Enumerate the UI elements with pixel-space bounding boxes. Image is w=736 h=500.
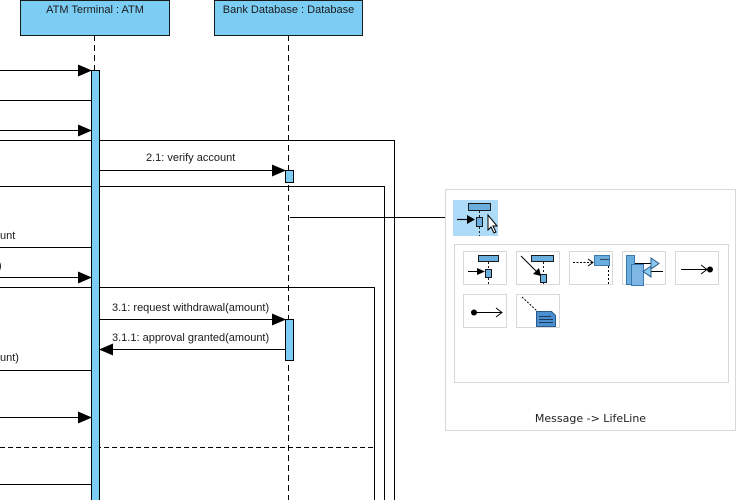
message-label-request-withdrawal[interactable]: 3.1: request withdrawal(amount): [112, 302, 270, 314]
create-message-icon: [520, 255, 554, 286]
lifeline-db-label: Bank Database : Database: [222, 4, 355, 16]
resource-catalog-popup: Message -> LifeLine: [445, 189, 736, 431]
fragment-frame-middle[interactable]: [0, 186, 385, 500]
lost-message-icon: [681, 264, 713, 275]
found-message-icon: [471, 307, 503, 318]
self-message-option[interactable]: [569, 251, 613, 286]
message-label-approval-granted[interactable]: 3.1.1: approval granted(amount): [112, 332, 270, 344]
resource-icon-grid: [454, 244, 729, 383]
mouse-cursor-icon: [487, 213, 499, 234]
lost-message-option[interactable]: [675, 251, 719, 285]
activation-bar-db-1[interactable]: [285, 170, 294, 183]
message-label-truncated-1[interactable]: unt: [0, 230, 16, 242]
create-message-option[interactable]: [516, 251, 560, 286]
lifeline-atm-head[interactable]: ATM Terminal : ATM: [20, 0, 170, 36]
message-label-truncated-2[interactable]: ): [0, 260, 2, 272]
lifeline-db-head[interactable]: Bank Database : Database: [214, 0, 363, 36]
duration-message-option[interactable]: [622, 251, 666, 286]
activation-bar-db-2[interactable]: [285, 319, 294, 361]
lifeline-atm-label: ATM Terminal : ATM: [46, 4, 144, 16]
fragment-frame-inner[interactable]: [0, 287, 375, 500]
popup-caption: Message -> LifeLine: [534, 412, 647, 425]
message-to-lifeline-option[interactable]: [463, 251, 507, 286]
message-to-lifeline-icon: [468, 255, 499, 286]
note-option[interactable]: [516, 294, 560, 328]
activation-bar-atm[interactable]: [91, 70, 100, 500]
duration-message-icon: [626, 255, 663, 286]
fragment-frame-outer[interactable]: [0, 140, 395, 500]
found-message-option[interactable]: [463, 294, 507, 328]
message-to-lifeline-button[interactable]: [453, 200, 499, 236]
message-to-lifeline-icon: [457, 203, 499, 236]
self-message-icon: [573, 255, 610, 286]
message-label-truncated-3[interactable]: unt): [0, 352, 19, 364]
note-icon: [521, 296, 556, 327]
message-label-verify-account[interactable]: 2.1: verify account: [146, 152, 236, 164]
